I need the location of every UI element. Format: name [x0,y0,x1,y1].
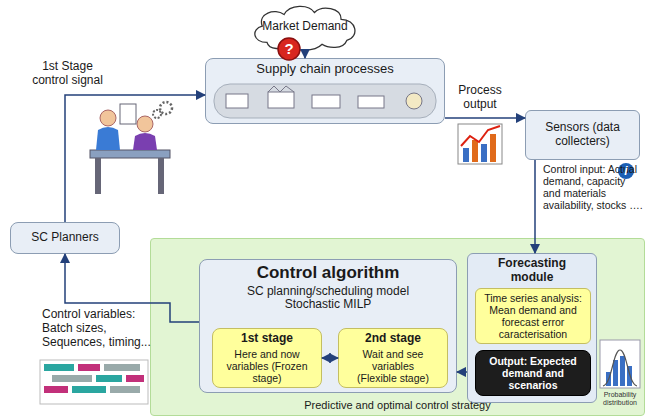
process-box: Time series analysis: Mean demand and fo… [475,288,591,344]
gantt-bar [44,364,74,371]
process-box: 2nd stageWait and see variables (Flexibl… [338,328,448,388]
distribution-icon [600,340,640,388]
histogram-bar [613,360,618,386]
box-title: Forecasting module [492,257,572,285]
cloud-path [255,6,355,50]
process-box: Output: Expected demand and scenarios [475,350,591,396]
plant-icon [268,92,294,108]
connector-arrow [65,95,205,222]
customer-icon [406,93,422,109]
gantt-bar [104,364,140,371]
desk-leg [95,158,101,194]
gantt-bar [126,375,144,382]
process-box: Forecasting moduleTime series analysis: … [467,253,597,403]
process-box: Sensors (data collecters) [525,110,640,160]
process-box: SC Planners [10,222,120,254]
question-badge [278,38,300,60]
box-text: SC planning/scheduling model Stochastic … [238,285,418,313]
process-box: Supply chain processes [205,58,445,124]
box-title: Market Demand [262,20,347,34]
process-box: Predictive and optimal control strategy C… [150,238,645,416]
gantt-bar [78,364,100,371]
planner-body [96,127,120,150]
chart-bar [472,140,478,162]
badge-symbol: ? [278,38,300,60]
box-title: SC Planners [31,231,98,245]
desk [90,150,170,158]
distribution-icon [358,96,384,108]
box-title: Control algorithm [257,263,400,283]
gear [160,102,172,114]
gantt-bar [52,375,92,382]
gantt-bar [110,386,140,393]
box-title: 2nd stage [365,332,421,346]
planner-body [133,133,157,150]
supplier-icon [226,94,248,108]
process-band [214,84,436,118]
desk-leg [158,158,164,194]
planner-head [137,116,153,132]
planner-head [100,110,116,126]
process-box: Control algorithmSC planning/scheduling … [199,259,457,393]
box-title: Predictive and optimal control strategy [304,399,490,412]
box-title: Output: Expected demand and scenarios [480,355,586,391]
gantt-bar [72,386,106,393]
connector-arrow [445,117,525,119]
edge-label: Control input: Actual demand, capacity a… [543,163,643,211]
chart-bar [463,148,469,162]
histogram-bar [606,372,611,386]
box-title: Time series analysis: Mean demand and fo… [480,292,586,340]
chart-line [461,126,500,146]
chart-bar [490,134,496,162]
plant-roof [268,86,294,92]
gantt-bar [44,386,68,393]
warehouse-icon [312,95,340,108]
box-text: Wait and see variables (Flexible stage) [352,348,434,384]
edge-label: 1st Stage control signal [25,60,110,88]
icon-caption: Probability distribution [597,391,643,407]
cloud-shape: Market Demand [248,2,362,52]
gantt-bar [96,375,122,382]
box-title: Supply chain processes [256,62,393,77]
document [120,104,136,124]
gear [153,110,161,118]
connector-arrow [457,371,467,373]
histogram-bar [627,366,632,386]
process-box: 1st stageHere and now variables (Frozen … [212,328,322,388]
box-title: Sensors (data collecters) [530,121,635,149]
chart-bar [481,144,487,162]
box-title: 1st stage [241,332,293,346]
connector-arrow [534,160,536,253]
badge-symbol: i [618,163,634,179]
edge-label: Process output [450,84,510,112]
connector-arrow [322,357,338,359]
bell-curve [603,350,637,386]
edge-label: Control variables: Batch sizes, Sequence… [42,308,154,349]
chart-icon [458,124,502,164]
box-text: Here and now variables (Frozen stage) [226,348,308,384]
gantt-chart [40,360,148,404]
connector-arrow [304,52,306,58]
histogram-bar [620,356,625,386]
